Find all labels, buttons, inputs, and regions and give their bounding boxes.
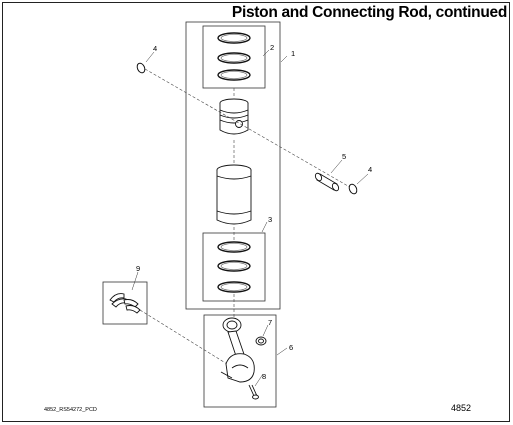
callout-4-right: 4 [368,165,373,174]
ring-icon [217,241,251,253]
callout-4-left: 4 [153,44,158,53]
piston-pin-icon [314,172,340,192]
upper-rings [217,32,251,81]
pin-axis-line [144,68,356,191]
callout-9: 9 [136,264,141,273]
piston-icon [219,98,249,135]
drawing-frame [2,2,510,422]
callout-2: 2 [270,43,275,52]
piston-assembly-box [185,21,281,310]
ring-icon [217,69,251,81]
bearing-axis-line [139,309,241,373]
callout-5: 5 [342,152,347,161]
ring-icon [217,281,251,293]
bearing-box [102,281,148,325]
cylinder-liner-icon [216,164,252,225]
bushing-icon [255,336,267,346]
callout-7: 7 [268,318,273,327]
callout-6: 6 [289,343,294,352]
rod-bolt-icon [248,384,259,400]
callout-3: 3 [268,215,273,224]
drawing-code: 4852_RS54272_PCD [44,407,97,413]
figure-number: 4852 [451,403,472,413]
bearing-shell-icon [109,293,141,314]
snap-ring-icon [348,183,358,195]
ring-icon [217,260,251,272]
lower-rings [217,241,251,293]
page-title: Piston and Connecting Rod, continued [231,4,507,21]
connecting-rod-icon [220,317,255,383]
ring-icon [217,32,251,44]
connecting-rod-box [203,314,277,408]
callout-1: 1 [291,49,296,58]
ring-icon [217,52,251,64]
callout-8: 8 [262,372,267,381]
snap-ring-icon [136,62,146,74]
